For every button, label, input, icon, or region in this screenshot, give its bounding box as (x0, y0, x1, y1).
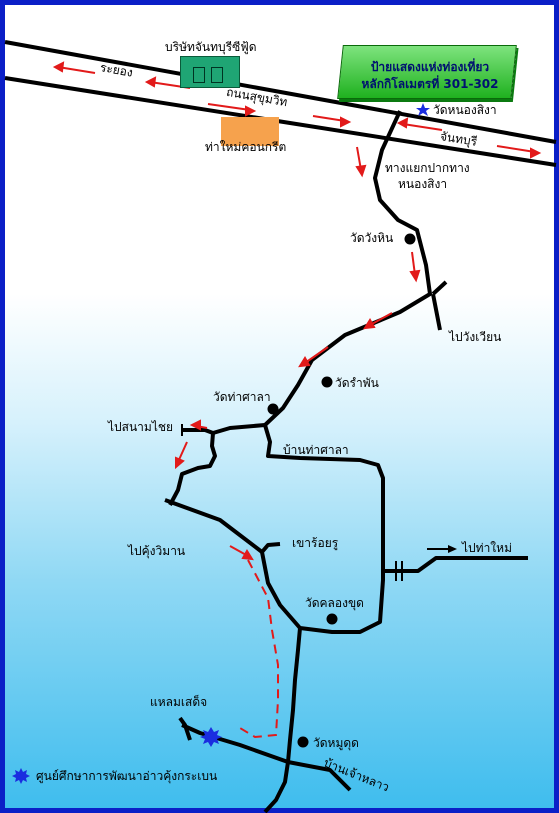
label-wat-wang-hin: วัดวังหิน (350, 231, 394, 245)
factory-building-icon (180, 56, 240, 88)
bridge-marks (181, 424, 403, 581)
label-center: ศูนย์ศึกษาการพัฒนาอ่าวคุ้งกระเบน (36, 769, 218, 783)
legend-star-icon (12, 768, 30, 784)
label-khao-roi-ru: เขาร้อยรู (292, 536, 339, 550)
sign-line-2: หลักกิโลเมตรที่ 301-302 (361, 77, 499, 91)
dot-wat-mu-dut (297, 736, 309, 748)
sukhumvit-highway (4, 40, 557, 167)
local-roads (164, 110, 528, 813)
to-tha-mai-arrow (427, 545, 457, 553)
label-concrete: ท่าใหม่คอนกรีต (205, 140, 287, 154)
label-junction-1: ทางแยกปากทาง (385, 161, 470, 175)
label-junction-2: หนองสิงา (398, 177, 448, 191)
label-wat-tha-sala: วัดท่าศาลา (213, 390, 271, 404)
route-arrows (175, 146, 421, 561)
label-to-sanam-chai: ไปสนามไชย (108, 420, 174, 434)
label-wat-mu-dut: วัดหมูดุด (313, 736, 359, 750)
star-burst-icon (200, 727, 222, 747)
dot-wat-wang-hin (404, 233, 416, 245)
label-wat-nong-sing: วัดหนองสิงา (433, 103, 497, 117)
dot-wat-ram-phan (321, 376, 333, 388)
label-to-tha-mai: ไปท่าใหม่ (462, 541, 512, 555)
star-icon (416, 103, 430, 116)
label-to-wang-wian: ไปวังเวียน (449, 330, 502, 344)
label-laem-sadet: แหลมเสด็จ (150, 695, 208, 709)
label-wat-khlong-khut: วัดคลองขุด (305, 596, 364, 610)
dashed-route (239, 559, 279, 739)
temple-dots (267, 233, 416, 748)
sign-line-1: ป้ายแสดงแห่งท่องเที่ยว (370, 60, 490, 74)
label-wat-ram-phan: วัดรำพัน (335, 376, 379, 390)
dot-wat-tha-sala (267, 403, 279, 415)
label-ban-tha-sala: บ้านท่าศาลา (283, 443, 349, 457)
label-factory: บริษัทจันทบุรีซีฟู้ด (165, 40, 257, 54)
label-to-khung-wiman: ไปคุ้งวิมาน (128, 544, 186, 558)
concrete-plant-block (221, 117, 279, 146)
dot-wat-khlong-khut (326, 613, 338, 625)
